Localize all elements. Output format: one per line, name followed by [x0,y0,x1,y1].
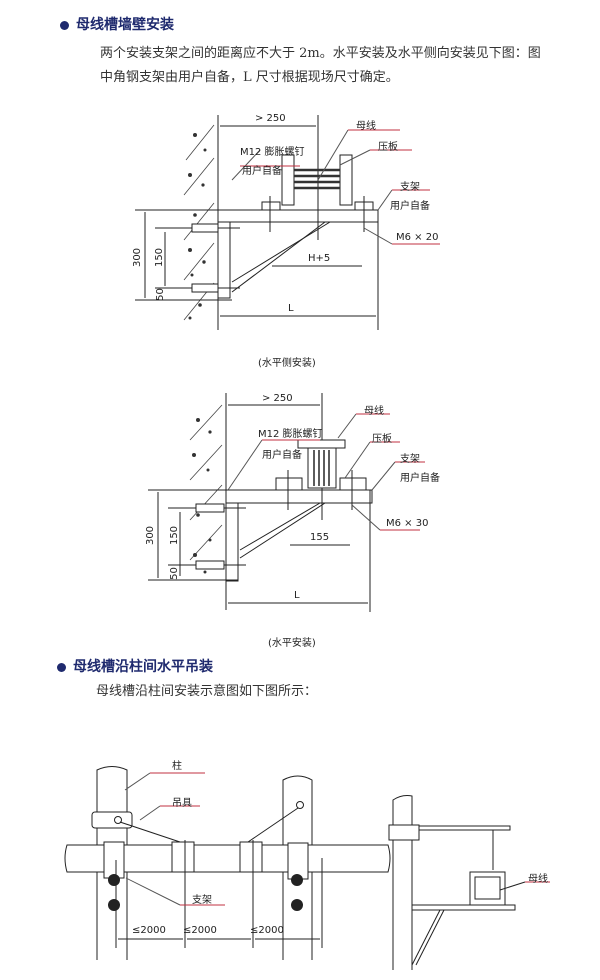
dim-label: 50 [168,567,180,580]
bolt-note: 用户自备 [242,166,282,177]
section-heading-column-hanging: 母线槽沿柱间水平吊装 [57,656,213,676]
bullet-icon [57,662,66,672]
dim-label: > 250 [262,393,293,404]
diagram-side-install [135,115,440,330]
paragraph: 母线槽沿柱间安装示意图如下图所示： [96,684,318,699]
bolt-label: M12 膨胀螺钉 [240,147,305,158]
busbar-label: 母线 [528,874,548,885]
bolt-note: 用户自备 [262,450,302,461]
dim-label: 300 [132,247,144,268]
section-heading-wall-install: 母线槽墙壁安装 [60,14,174,34]
column-label: 柱 [172,761,182,772]
heading-text: 母线槽墙壁安装 [76,17,174,33]
dim-label: L [288,303,294,314]
bracket-note: 用户自备 [390,201,430,212]
clamp-plate-label: 压板 [372,434,392,445]
screw-label: M6 × 20 [396,232,439,243]
dim-label: 50 [154,288,166,301]
paragraph-line: 中角钢支架由用户自备，L 尺寸根据现场尺寸确定。 [100,70,399,85]
busbar-label: 母线 [364,406,384,417]
screw-label: M6 × 30 [386,518,429,529]
bracket-note: 用户自备 [400,473,440,484]
diagram-horizontal-install [148,393,425,612]
bracket-label: 支架 [400,454,420,465]
busbar-label: 母线 [356,121,376,132]
dim-label: L [294,590,300,601]
bracket-label: 支架 [400,182,420,193]
hanger-label: 吊具 [172,798,192,809]
clamp-plate-label: 压板 [378,142,398,153]
dim-label: > 250 [255,113,286,124]
dim-label: 155 [310,532,330,543]
bolt-label: M12 膨胀螺钉 [258,429,323,440]
caption: (水平安装) [268,638,316,649]
heading-text: 母线槽沿柱间水平吊装 [73,659,213,675]
dim-label: 150 [154,247,166,268]
caption: (水平侧安装) [258,358,316,369]
spacing-label: ≤2000 [132,925,166,936]
spacing-label: ≤2000 [183,925,217,936]
dim-label: H+5 [308,253,331,264]
spacing-label: ≤2000 [250,925,284,936]
dim-label: 300 [145,525,157,546]
paragraph-line: 两个安装支架之间的距离应不大于 2m。水平安装及水平侧向安装见下图：图 [100,46,541,61]
dim-label: 150 [169,525,181,546]
bracket-label: 支架 [192,895,212,906]
bullet-icon [60,20,69,30]
diagram-column-hanging [64,766,550,970]
